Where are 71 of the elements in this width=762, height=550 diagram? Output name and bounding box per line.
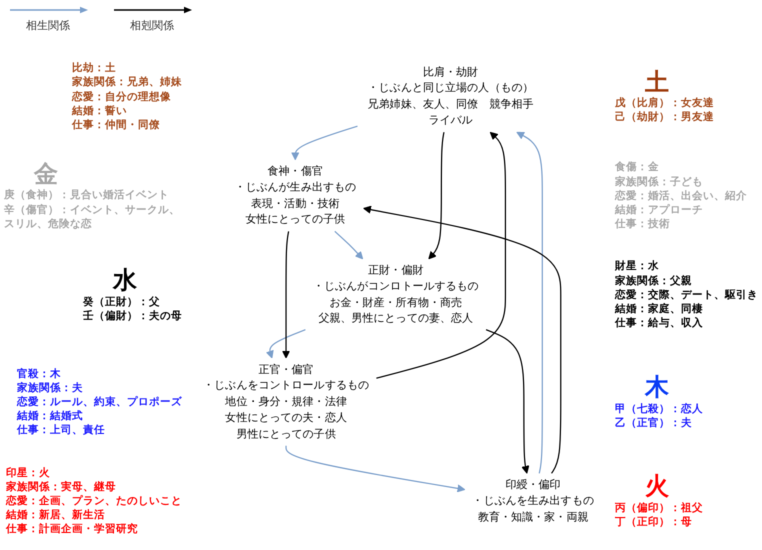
element-character: 木 bbox=[645, 374, 669, 402]
element-character: 火 bbox=[645, 473, 669, 501]
attribute-text: 仕事：上司、責任 bbox=[17, 423, 105, 438]
description-text: 女性にとっての子供 bbox=[244, 212, 346, 228]
attribute-text: 財星：水 bbox=[615, 259, 659, 274]
attribute-text: 仕事：給与、収入 bbox=[615, 316, 703, 330]
arrow bbox=[291, 126, 358, 160]
description-text: 男性にとっての子供 bbox=[235, 426, 337, 442]
attribute-text: 仕事：技術 bbox=[615, 217, 670, 232]
attribute-text: 恋愛：交際、デート、駆引き bbox=[615, 288, 758, 302]
element-character: 水 bbox=[113, 266, 137, 295]
attribute-text: 結婚：誓い bbox=[72, 104, 127, 118]
description-text: お金・財産・所有物・商売 bbox=[328, 294, 464, 311]
title-text: 正官・偏官 bbox=[257, 362, 315, 378]
attribute-text: 恋愛：ルール、約束、プロポーズ bbox=[17, 395, 182, 410]
stem-text: 己（劫財）：男友達 bbox=[615, 110, 714, 125]
stem-text: 壬（偏財）：夫の母 bbox=[83, 308, 182, 323]
attribute-text: 結婚：結婚式 bbox=[17, 409, 83, 424]
legend-label: 相剋関係 bbox=[130, 19, 174, 33]
description-text: 父親、男性にとっての妻、恋人 bbox=[317, 311, 474, 327]
attribute-text: 結婚：家庭、同棲 bbox=[615, 302, 703, 316]
attribute-text: 恋愛：婚活、出会い、紹介 bbox=[615, 188, 747, 203]
stem-text: 癸（正財）：父 bbox=[83, 294, 160, 309]
stem-text: 丁（正印）：母 bbox=[615, 515, 692, 530]
title-text: 食神・傷官 bbox=[266, 164, 324, 180]
arrow bbox=[376, 132, 506, 380]
attribute-text: 結婚：アプローチ bbox=[615, 202, 703, 218]
attribute-text: 比劫：土 bbox=[72, 61, 116, 76]
arrow bbox=[516, 132, 543, 474]
description-text: 地位・身分・規律・法律 bbox=[224, 394, 348, 410]
element-character: 土 bbox=[645, 68, 669, 96]
attribute-text: 官殺：木 bbox=[17, 366, 61, 381]
attribute-text: 家族関係：兄弟、姉妹 bbox=[72, 75, 182, 90]
description-text: 女性にとっての夫・恋人 bbox=[224, 410, 348, 426]
description-text: ・じぶんがコンロトールするもの bbox=[312, 278, 479, 295]
arrow bbox=[363, 206, 562, 474]
arrow bbox=[282, 231, 290, 359]
attribute-text: 恋愛：自分の理想像 bbox=[72, 90, 171, 104]
description-text: ライバル bbox=[427, 112, 474, 129]
description-text: ・じぶんが生み出すもの bbox=[234, 180, 356, 196]
attribute-text: 結婚：新居、新生活 bbox=[6, 508, 105, 522]
stem-text: 庚（食神）：見合い婚活イベント bbox=[4, 188, 169, 203]
legend-label: 相生関係 bbox=[26, 19, 70, 33]
description-text: 教育・知識・家・両親 bbox=[476, 509, 590, 526]
description-text: 表現・活動・技術 bbox=[250, 196, 340, 212]
attribute-text: 仕事：計画企画・学習研究 bbox=[6, 522, 138, 537]
stem-text: 戊（比肩）：女友達 bbox=[615, 96, 714, 110]
attribute-text: 食傷：金 bbox=[615, 160, 659, 174]
arrow bbox=[285, 446, 466, 493]
description-text: ・じぶんと同じ立場の人（もの）兄弟姉妹、友人、同僚 競争相手 bbox=[366, 80, 535, 112]
attribute-text: 家族関係：子ども bbox=[615, 174, 703, 189]
title-text: 正財・偏財 bbox=[367, 262, 424, 279]
element-character: 金 bbox=[34, 160, 58, 188]
attribute-text: 家族関係：実母、継母 bbox=[6, 480, 116, 494]
attribute-text: 仕事：仲間・同僚 bbox=[72, 118, 160, 132]
title-text: 印綬・偏印 bbox=[504, 477, 562, 494]
description-text: ・じぶんをコントロールするもの bbox=[203, 378, 369, 394]
attribute-text: 印星：火 bbox=[6, 466, 50, 480]
title-text: 比肩・劫財 bbox=[422, 64, 480, 80]
arrow bbox=[486, 329, 530, 474]
description-text: ・じぶんを生み出すもの bbox=[472, 493, 594, 510]
stem-text: 丙（偏印）：祖父 bbox=[615, 500, 703, 516]
arrow bbox=[428, 132, 445, 260]
arrow bbox=[334, 231, 364, 260]
stem-text: 乙（正官）：夫 bbox=[615, 416, 692, 430]
stem-text: 甲（七殺）：恋人 bbox=[615, 402, 703, 416]
attribute-text: 家族関係：夫 bbox=[17, 380, 83, 395]
stem-text: 辛（傷官）：イベント、サークル、スリル、危険な恋 bbox=[4, 202, 181, 231]
attribute-text: 家族関係：父親 bbox=[615, 274, 692, 288]
attribute-text: 恋愛：企画、プラン、たのしいこと bbox=[6, 494, 182, 508]
arrow bbox=[266, 329, 306, 359]
